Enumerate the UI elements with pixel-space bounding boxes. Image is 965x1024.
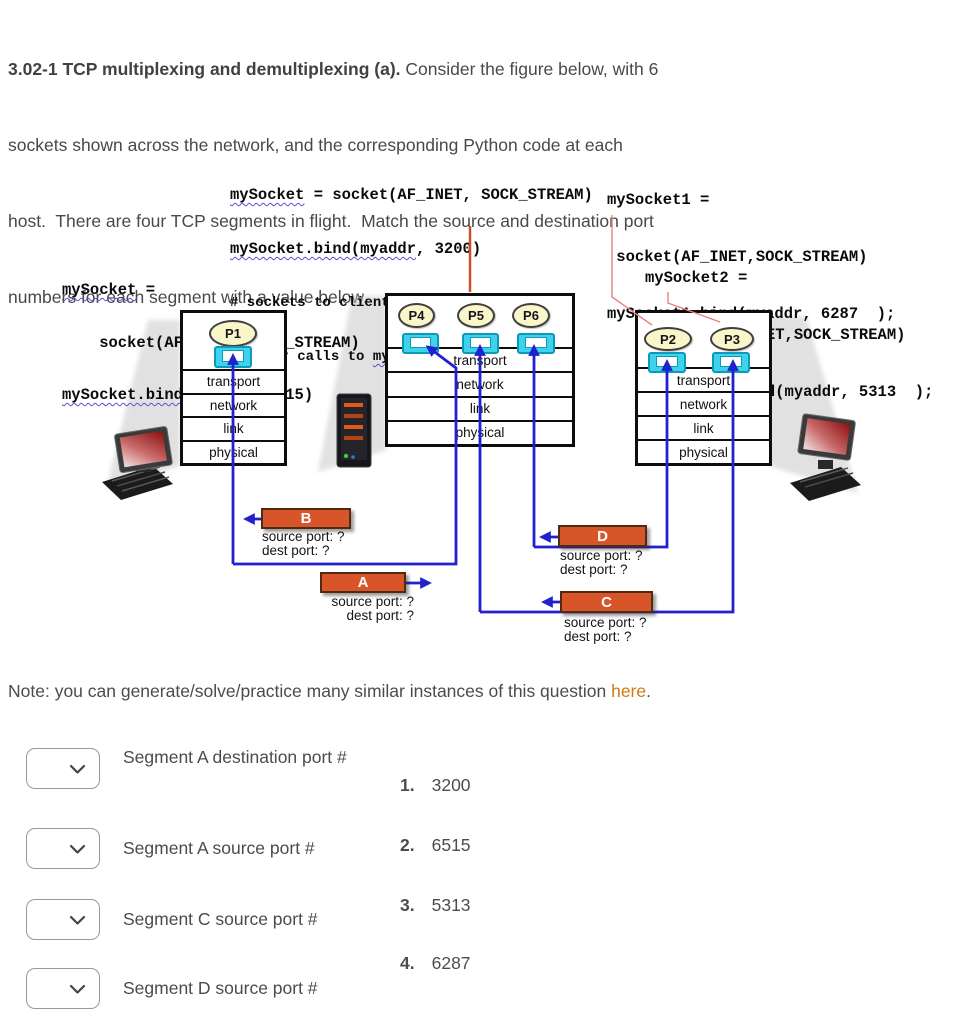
match-item-label: Segment C source port # bbox=[123, 909, 318, 929]
host-right: P2 P3 transport network link physical bbox=[635, 310, 772, 466]
socket-icon bbox=[712, 352, 750, 373]
answer-select-segment-d-source[interactable] bbox=[26, 968, 100, 1009]
socket-icon bbox=[462, 333, 499, 354]
process-bubble-p3: P3 bbox=[710, 327, 754, 351]
segment-d-source-port: source port: ? bbox=[560, 548, 643, 563]
answer-option: 2.6515 bbox=[400, 835, 471, 855]
layer-physical: physical bbox=[183, 439, 284, 464]
process-bubble-p2: P2 bbox=[644, 327, 692, 351]
segment-b-dest-port: dest port: ? bbox=[262, 543, 330, 558]
answer-select-segment-c-source[interactable] bbox=[26, 899, 100, 940]
socket-icon bbox=[648, 352, 686, 373]
answer-option: 1.3200 bbox=[400, 775, 471, 795]
segment-a: A bbox=[320, 572, 406, 593]
segment-d-dest-port: dest port: ? bbox=[560, 562, 628, 577]
layer-network: network bbox=[388, 371, 572, 395]
chevron-down-icon bbox=[69, 844, 86, 854]
layer-physical: physical bbox=[388, 419, 572, 444]
answer-select-segment-a-dest[interactable] bbox=[26, 748, 100, 789]
layer-network: network bbox=[183, 392, 284, 417]
segment-c-dest-port: dest port: ? bbox=[564, 629, 632, 644]
segment-b-source-port: source port: ? bbox=[262, 529, 345, 544]
socket-icon bbox=[517, 333, 555, 354]
socket-icon bbox=[214, 346, 252, 368]
layer-link: link bbox=[638, 415, 769, 439]
process-bubble-p4: P4 bbox=[398, 303, 435, 328]
match-item-label: Segment A destination port # bbox=[123, 747, 347, 767]
process-bubble-p6: P6 bbox=[512, 303, 550, 328]
host-left: P1 transport network link physical bbox=[180, 310, 287, 466]
layer-link: link bbox=[183, 416, 284, 440]
match-item-label: Segment A source port # bbox=[123, 838, 315, 858]
segment-c-source-port: source port: ? bbox=[564, 615, 647, 630]
layer-physical: physical bbox=[638, 439, 769, 463]
note-text: Note: you can generate/solve/practice ma… bbox=[8, 681, 651, 701]
answer-option: 4.6287 bbox=[400, 953, 471, 973]
segment-b: B bbox=[261, 508, 351, 529]
question-text: 3.02-1 TCP multiplexing and demultiplexi… bbox=[8, 6, 658, 362]
chevron-down-icon bbox=[69, 764, 86, 774]
process-bubble-p1: P1 bbox=[209, 320, 257, 347]
host-middle: P4 P5 P6 transport network link physical bbox=[385, 293, 575, 447]
layer-transport: transport bbox=[183, 369, 284, 393]
question-line: 3.02-1 TCP multiplexing and demultiplexi… bbox=[8, 58, 659, 79]
segment-a-dest-port: dest port: ? bbox=[346, 608, 414, 623]
question-line: host. There are four TCP segments in fli… bbox=[8, 211, 654, 232]
socket-icon bbox=[402, 333, 439, 354]
question-line: sockets shown across the network, and th… bbox=[8, 135, 623, 156]
segment-a-source-port: source port: ? bbox=[331, 594, 414, 609]
answer-select-segment-a-source[interactable] bbox=[26, 828, 100, 869]
question-number-title: 3.02-1 TCP multiplexing and demultiplexi… bbox=[8, 58, 401, 79]
chevron-down-icon bbox=[69, 984, 86, 994]
chevron-down-icon bbox=[69, 915, 86, 925]
answer-option: 3.5313 bbox=[400, 895, 471, 915]
layer-link: link bbox=[388, 395, 572, 420]
process-bubble-p5: P5 bbox=[457, 303, 495, 328]
match-item-label: Segment D source port # bbox=[123, 978, 318, 998]
segment-c: C bbox=[560, 591, 653, 613]
layer-network: network bbox=[638, 391, 769, 415]
practice-link[interactable]: here bbox=[611, 681, 647, 701]
segment-d: D bbox=[558, 525, 647, 547]
